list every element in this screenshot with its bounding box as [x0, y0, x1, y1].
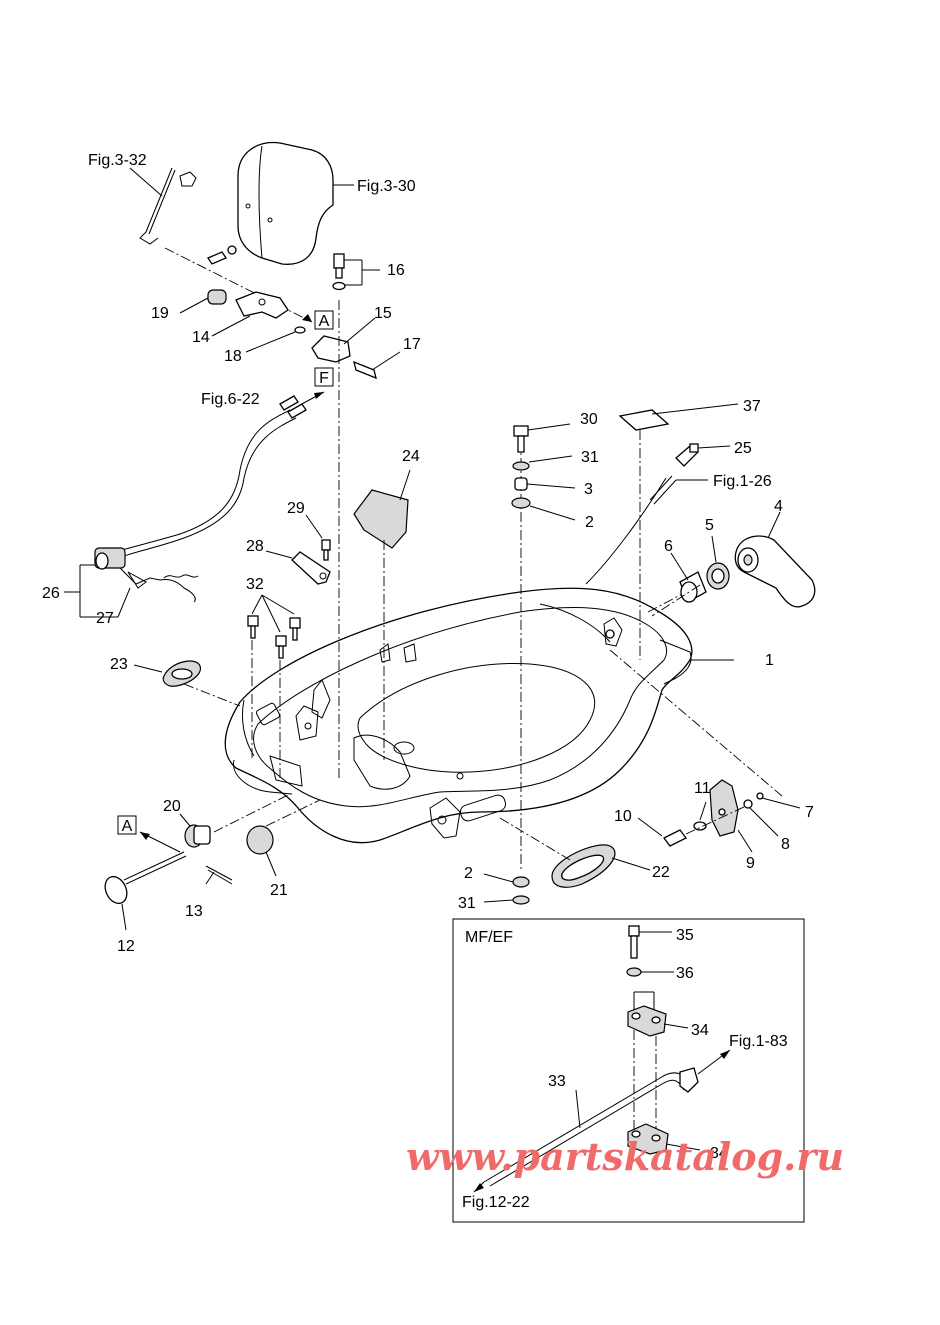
part-37 [618, 403, 739, 431]
ref-fig-1-83: Fig.1-83 [729, 1033, 788, 1050]
part-labels: 1 2 2 3 4 5 6 7 8 9 10 11 12 13 14 15 16… [42, 262, 814, 1162]
cable-group [64, 391, 325, 618]
label-1: 1 [765, 652, 774, 669]
part-22 [499, 817, 651, 888]
label-31a: 31 [581, 449, 599, 466]
label-2a: 2 [585, 514, 594, 531]
bottom-cowling [224, 587, 734, 844]
marker-f: F [314, 367, 334, 387]
label-31b: 31 [458, 895, 476, 912]
label-34b: 34 [710, 1145, 728, 1162]
ref-fig-12-22: Fig.12-22 [462, 1194, 530, 1211]
label-30: 30 [580, 411, 598, 428]
label-5: 5 [705, 517, 714, 534]
handle-group [651, 511, 816, 617]
ref-fig-3-32: Fig.3-32 [88, 152, 147, 169]
label-19: 19 [151, 305, 169, 322]
screws-32 [247, 594, 301, 659]
label-26: 26 [42, 585, 60, 602]
label-25: 25 [734, 440, 752, 457]
rod-part [129, 167, 197, 245]
label-6: 6 [664, 538, 673, 555]
label-28: 28 [246, 538, 264, 555]
inset-mf-ef: MF/EF [452, 918, 805, 1223]
label-29: 29 [287, 500, 305, 517]
center-lines [183, 300, 783, 870]
label-3: 3 [584, 481, 593, 498]
clip-group [311, 253, 401, 380]
label-36: 36 [676, 965, 694, 982]
label-7: 7 [805, 804, 814, 821]
label-18: 18 [224, 348, 242, 365]
ref-fig-1-26: Fig.1-26 [713, 473, 772, 490]
inset-title: MF/EF [465, 929, 513, 946]
svg-text:A: A [319, 313, 330, 330]
label-8: 8 [781, 836, 790, 853]
label-21: 21 [270, 882, 288, 899]
screw-small [164, 245, 313, 323]
watermark: www.partskatalog.ru [406, 1134, 844, 1179]
marker-a-bottom-box [117, 815, 137, 835]
figure-refs: Fig.3-32 Fig.3-30 Fig.6-22 Fig.1-26 Fig.… [88, 152, 788, 1211]
label-32: 32 [246, 576, 264, 593]
label-20: 20 [163, 798, 181, 815]
ref-fig-6-22: Fig.6-22 [201, 391, 260, 408]
svg-text:F: F [319, 370, 329, 387]
ref-fig-3-30: Fig.3-30 [357, 178, 416, 195]
label-11: 11 [694, 780, 711, 797]
label-9: 9 [746, 855, 755, 872]
label-35: 35 [676, 927, 694, 944]
part-12-13-20-21: A [104, 813, 277, 931]
label-12: 12 [117, 938, 135, 955]
label-24: 24 [402, 448, 420, 465]
part-24 [353, 469, 411, 549]
label-22: 22 [652, 864, 670, 881]
stack-30-31-3-2 [511, 423, 576, 521]
part-7-11 [637, 779, 801, 853]
label-17: 17 [403, 336, 421, 353]
label-16: 16 [387, 262, 405, 279]
marker-a-bottom: A [122, 818, 133, 835]
label-23: 23 [110, 656, 128, 673]
label-10: 10 [614, 808, 632, 825]
label-13: 13 [185, 903, 203, 920]
part-23 [133, 660, 201, 687]
label-2b: 2 [464, 865, 473, 882]
label-14: 14 [192, 329, 210, 346]
cover-part [237, 141, 354, 265]
stack-bottom [483, 873, 530, 905]
part-25 [585, 443, 731, 585]
label-4: 4 [774, 498, 783, 515]
label-34a: 34 [691, 1022, 709, 1039]
bracket-group [179, 289, 306, 353]
label-15: 15 [374, 305, 392, 322]
label-33: 33 [548, 1073, 566, 1090]
marker-a-top: A [314, 310, 334, 330]
part-28-29 [265, 514, 331, 585]
label-37: 37 [743, 398, 761, 415]
label-27: 27 [96, 610, 114, 627]
